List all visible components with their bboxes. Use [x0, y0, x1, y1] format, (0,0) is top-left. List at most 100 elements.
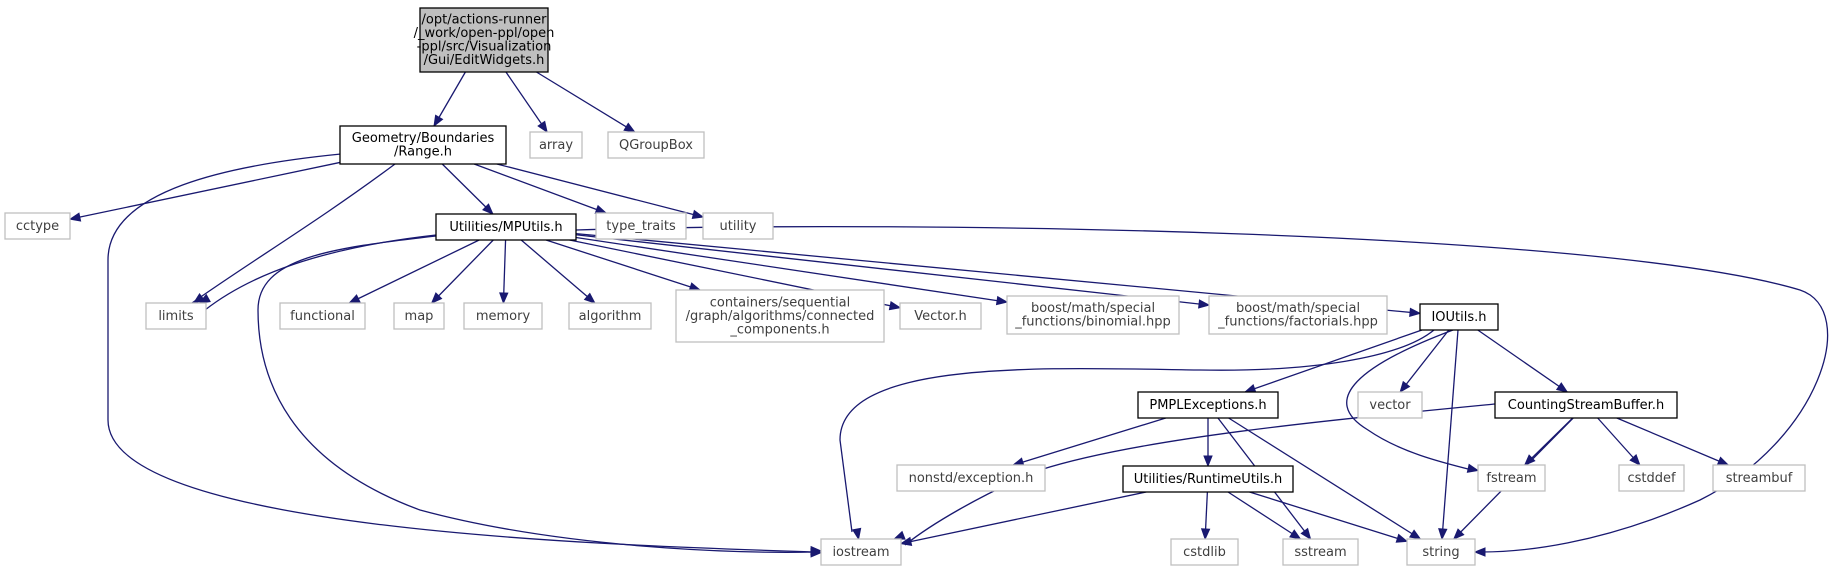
node-label: PMPLExceptions.h: [1149, 398, 1266, 413]
node-mputils[interactable]: Utilities/MPUtils.h: [435, 213, 577, 241]
edge-mputils-to-functional: [348, 239, 480, 304]
edge-arrowhead: [995, 295, 1009, 306]
edge-line: [575, 234, 1210, 306]
node-functional: functional: [279, 302, 366, 330]
node-box: [899, 302, 982, 330]
node-box: [820, 538, 902, 566]
edge-line: [441, 163, 494, 215]
edge-range-to-mputils: [441, 163, 494, 215]
node-connected: containers/sequential/graph/algorithms/c…: [675, 289, 885, 343]
edge-arrowhead: [499, 292, 509, 305]
edge-runtimeutils-to-string: [1249, 491, 1409, 543]
edge-line: [1399, 329, 1450, 393]
node-runtimeutils[interactable]: Utilities/RuntimeUtils.h: [1122, 465, 1294, 493]
node-box: [595, 212, 687, 240]
edge-line: [1597, 417, 1641, 466]
node-memory: memory: [463, 302, 543, 330]
edge-range-to-limits: [191, 163, 396, 304]
edge-line: [431, 239, 494, 304]
edge-arrowhead: [1555, 382, 1569, 393]
edge-mputils-to-connected: [545, 239, 702, 292]
nodes-layer: /opt/actions-runner/_work/open-ppl/open-…: [4, 7, 1806, 566]
node-qgroupbox: QGroupBox: [607, 131, 705, 159]
node-algorithm: algorithm: [568, 302, 652, 330]
node-csb[interactable]: CountingStreamBuffer.h: [1494, 391, 1678, 419]
edge-line: [1249, 491, 1408, 542]
node-label: utility: [720, 219, 757, 234]
edge-root-to-qgroupbox: [536, 71, 636, 133]
edge-mputils-to-algorithm: [520, 239, 596, 304]
edge-line: [1244, 329, 1423, 393]
node-label: _functions/factorials.hpp: [1217, 315, 1378, 330]
node-label: Geometry/Boundaries: [352, 131, 495, 146]
node-box: [1494, 391, 1678, 419]
node-label: sstream: [1294, 545, 1346, 560]
node-label: boost/math/special: [1031, 301, 1155, 316]
edge-arrowhead: [537, 120, 548, 134]
edge-pmplexceptions-to-string: [1228, 417, 1422, 540]
node-cstddef: cstddef: [1618, 464, 1685, 492]
edge-arrowhead: [1200, 528, 1211, 541]
edge-line: [575, 236, 1008, 303]
edge-arrowhead: [1629, 454, 1641, 467]
edge-line: [505, 71, 548, 133]
node-box: [1006, 295, 1180, 335]
node-box: [1477, 464, 1546, 492]
node-label: /Gui/EditWidgets.h: [424, 53, 545, 68]
node-box: [675, 289, 885, 343]
node-label: -ppl/src/Visualization: [417, 40, 552, 55]
edge-line: [107, 153, 815, 553]
edge-arrowhead: [198, 293, 211, 304]
edge-line: [191, 163, 396, 304]
node-root[interactable]: /opt/actions-runner/_work/open-ppl/open-…: [414, 7, 555, 73]
node-label: Utilities/RuntimeUtils.h: [1134, 472, 1283, 487]
edge-arrowhead: [892, 530, 906, 540]
edge-ioutils-to-vector: [1399, 329, 1450, 394]
node-ioutils[interactable]: IOUtils.h: [1419, 303, 1499, 331]
node-range[interactable]: Geometry/Boundaries/Range.h: [339, 125, 507, 165]
edge-line: [349, 239, 480, 304]
edge-pmplexceptions-to-runtimeutils: [1203, 418, 1213, 468]
node-box: [607, 131, 705, 159]
node-fstream: fstream: [1477, 464, 1546, 492]
node-box: [1122, 465, 1294, 493]
node-label: string: [1422, 545, 1459, 560]
edge-ioutils-to-csb: [1477, 329, 1569, 393]
edge-ioutils-to-string: [1438, 329, 1459, 541]
edge-mputils-to-factorials: [575, 234, 1211, 309]
node-vector_h: Vector.h: [899, 302, 982, 330]
edge-arrowhead: [594, 204, 608, 214]
edge-line: [1013, 417, 1166, 466]
node-label: CountingStreamBuffer.h: [1508, 398, 1664, 413]
node-iostream: iostream: [820, 538, 902, 566]
node-label: vector: [1369, 398, 1411, 413]
edge-range-to-utility: [496, 163, 705, 219]
node-label: fstream: [1486, 471, 1536, 486]
edge-root-to-range: [433, 71, 466, 128]
edge-mputils-to-string: [575, 225, 1829, 557]
node-label: array: [539, 138, 573, 153]
edge-arrowhead: [348, 294, 361, 304]
edge-arrowhead: [1399, 380, 1411, 394]
edge-line: [1228, 417, 1421, 540]
edge-line: [839, 329, 1435, 533]
node-label: containers/sequential: [710, 295, 851, 310]
node-type_traits: type_traits: [595, 212, 687, 240]
node-label: _functions/binomial.hpp: [1014, 315, 1171, 330]
edge-runtimeutils-to-sstream: [1227, 491, 1302, 540]
edge-arrowhead: [810, 548, 823, 558]
edge-arrowhead: [623, 122, 636, 133]
node-label: nonstd/exception.h: [909, 471, 1034, 486]
edge-arrowhead: [888, 300, 902, 311]
node-label: cstdlib: [1183, 545, 1226, 560]
edge-arrowhead: [1473, 547, 1486, 557]
node-box: [393, 302, 445, 330]
edge-mputils-to-map: [430, 239, 494, 304]
node-label: functional: [290, 309, 355, 324]
node-pmplexceptions[interactable]: PMPLExceptions.h: [1137, 391, 1279, 419]
edge-mputils-to-iostream: [257, 235, 823, 558]
edge-runtimeutils-to-cstdlib: [1200, 491, 1211, 541]
node-box: [529, 131, 583, 159]
node-label: QGroupBox: [619, 138, 693, 153]
